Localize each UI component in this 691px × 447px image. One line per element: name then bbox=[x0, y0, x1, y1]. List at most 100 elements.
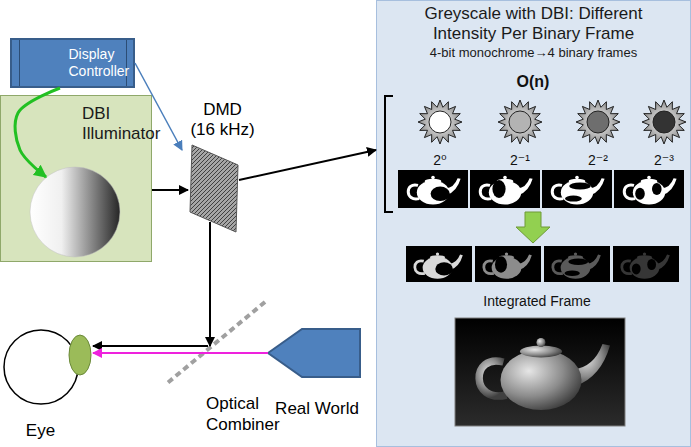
combiner-glass bbox=[165, 302, 265, 385]
teapot-spout bbox=[587, 255, 601, 270]
complexity-label: O(n) bbox=[517, 72, 550, 91]
teapot-picture bbox=[408, 176, 460, 205]
teapot-body bbox=[501, 350, 582, 410]
sun-core bbox=[653, 111, 675, 133]
bitplane-mask bbox=[492, 180, 505, 198]
illuminator-box: DBI Illuminator bbox=[0, 95, 152, 262]
process-bar bbox=[19, 40, 20, 86]
teapot-knob bbox=[537, 338, 546, 347]
bitplane-mask bbox=[635, 188, 645, 200]
teapot-spout bbox=[656, 255, 670, 270]
teapot-body bbox=[630, 257, 660, 279]
connector-arrow bbox=[239, 150, 376, 180]
teapot-spout bbox=[518, 255, 532, 270]
mirror-array bbox=[190, 145, 238, 232]
bitplane-mask bbox=[435, 262, 453, 275]
teapot-picture bbox=[415, 252, 463, 278]
weighted-frame bbox=[406, 246, 472, 282]
connector-arrow bbox=[209, 222, 211, 346]
intensity-weight: 2⁻¹ bbox=[510, 152, 530, 169]
sun-core bbox=[429, 111, 451, 133]
node-label: DMD (16 kHz) bbox=[190, 100, 255, 141]
sun-rays bbox=[418, 100, 462, 144]
node-label: Real World bbox=[275, 399, 359, 419]
teapot-lid bbox=[497, 179, 514, 184]
connector-arrow bbox=[15, 88, 60, 177]
connector-arrow bbox=[152, 189, 188, 191]
teapot-handle bbox=[480, 185, 491, 199]
teapot-knob bbox=[575, 176, 579, 180]
teapot-spout bbox=[446, 178, 461, 195]
teapot-handle bbox=[624, 185, 635, 199]
teapot-lid bbox=[520, 346, 562, 358]
teapot-lid bbox=[568, 255, 583, 259]
eyeball bbox=[4, 330, 78, 404]
teapot-knob bbox=[647, 176, 651, 180]
dmd-mirror: DMD (16 kHz) bbox=[180, 100, 265, 235]
frame-bracket bbox=[385, 96, 393, 212]
binary-frame bbox=[470, 170, 540, 208]
bitplane-mask bbox=[565, 196, 582, 202]
teapot-knob bbox=[574, 252, 577, 255]
binary-frame bbox=[398, 170, 468, 208]
down-block-arrow bbox=[516, 212, 550, 243]
teapot-spout bbox=[590, 178, 605, 195]
optical-combiner: Optical Combiner bbox=[150, 300, 270, 440]
teapot-body bbox=[489, 181, 521, 205]
node-subtitle: 4-bit monochrome→4 binary frames bbox=[430, 45, 637, 61]
connector-arrow bbox=[93, 345, 208, 347]
teapot-body bbox=[423, 257, 453, 279]
teapot-knob bbox=[505, 252, 508, 255]
bitplane-mask bbox=[495, 256, 507, 273]
label-holder: 2⁻³ bbox=[654, 152, 674, 169]
node-label: Optical Combiner bbox=[206, 394, 214, 435]
eye: Eye bbox=[0, 325, 95, 445]
intensity-weight: 2⁰ bbox=[433, 152, 446, 169]
teapot-spout bbox=[518, 178, 533, 195]
node-label: Greyscale with DBI: Different Intensity … bbox=[425, 4, 643, 45]
weighted-frame bbox=[613, 246, 679, 282]
node-label: Eye bbox=[26, 421, 55, 441]
teapot-lid bbox=[569, 179, 586, 184]
teapot-lid bbox=[637, 255, 652, 259]
teapot-spout bbox=[449, 255, 463, 270]
teapot-knob bbox=[643, 252, 646, 255]
node-label: DBI Illuminator bbox=[82, 104, 90, 145]
binary-frame bbox=[542, 170, 612, 208]
teapot-lid bbox=[430, 255, 445, 259]
sun-core bbox=[587, 111, 609, 133]
weighted-frame bbox=[544, 246, 610, 282]
teapot-body bbox=[561, 181, 593, 205]
teapot-handle bbox=[415, 261, 425, 274]
teapot-knob bbox=[436, 252, 439, 255]
teapot-spout bbox=[573, 344, 611, 386]
label-holder: Integrated Frame bbox=[483, 293, 590, 310]
dmd-shape bbox=[180, 100, 265, 235]
process-bar bbox=[126, 40, 127, 86]
sun-rays bbox=[498, 100, 542, 144]
teapot-picture bbox=[622, 252, 670, 278]
label-holder: 2⁰ bbox=[433, 152, 446, 169]
teapot-picture bbox=[484, 252, 532, 278]
teapot-picture bbox=[624, 176, 676, 205]
controller-box: Display Controller bbox=[10, 38, 135, 88]
teapot-lid bbox=[641, 179, 658, 184]
teapot-picture bbox=[479, 338, 610, 410]
teapot-handle bbox=[408, 185, 419, 199]
teapot-lid bbox=[425, 179, 442, 184]
teapot-handle bbox=[552, 185, 563, 199]
intensity-weight: 2⁻² bbox=[588, 152, 608, 169]
teapot-picture bbox=[552, 176, 604, 205]
bitplane-mask bbox=[431, 187, 450, 201]
integrated-frame-image bbox=[455, 318, 625, 426]
bitplane-mask bbox=[568, 258, 588, 265]
teapot-body bbox=[561, 257, 591, 279]
bitplane-mask bbox=[569, 182, 591, 189]
node-label: Display Controller bbox=[69, 46, 77, 80]
real-world-shape bbox=[262, 325, 372, 435]
teapot-picture bbox=[480, 176, 532, 205]
teapot-handle bbox=[484, 261, 494, 274]
connector-arrow bbox=[135, 63, 182, 150]
teapot-handle bbox=[553, 261, 563, 274]
